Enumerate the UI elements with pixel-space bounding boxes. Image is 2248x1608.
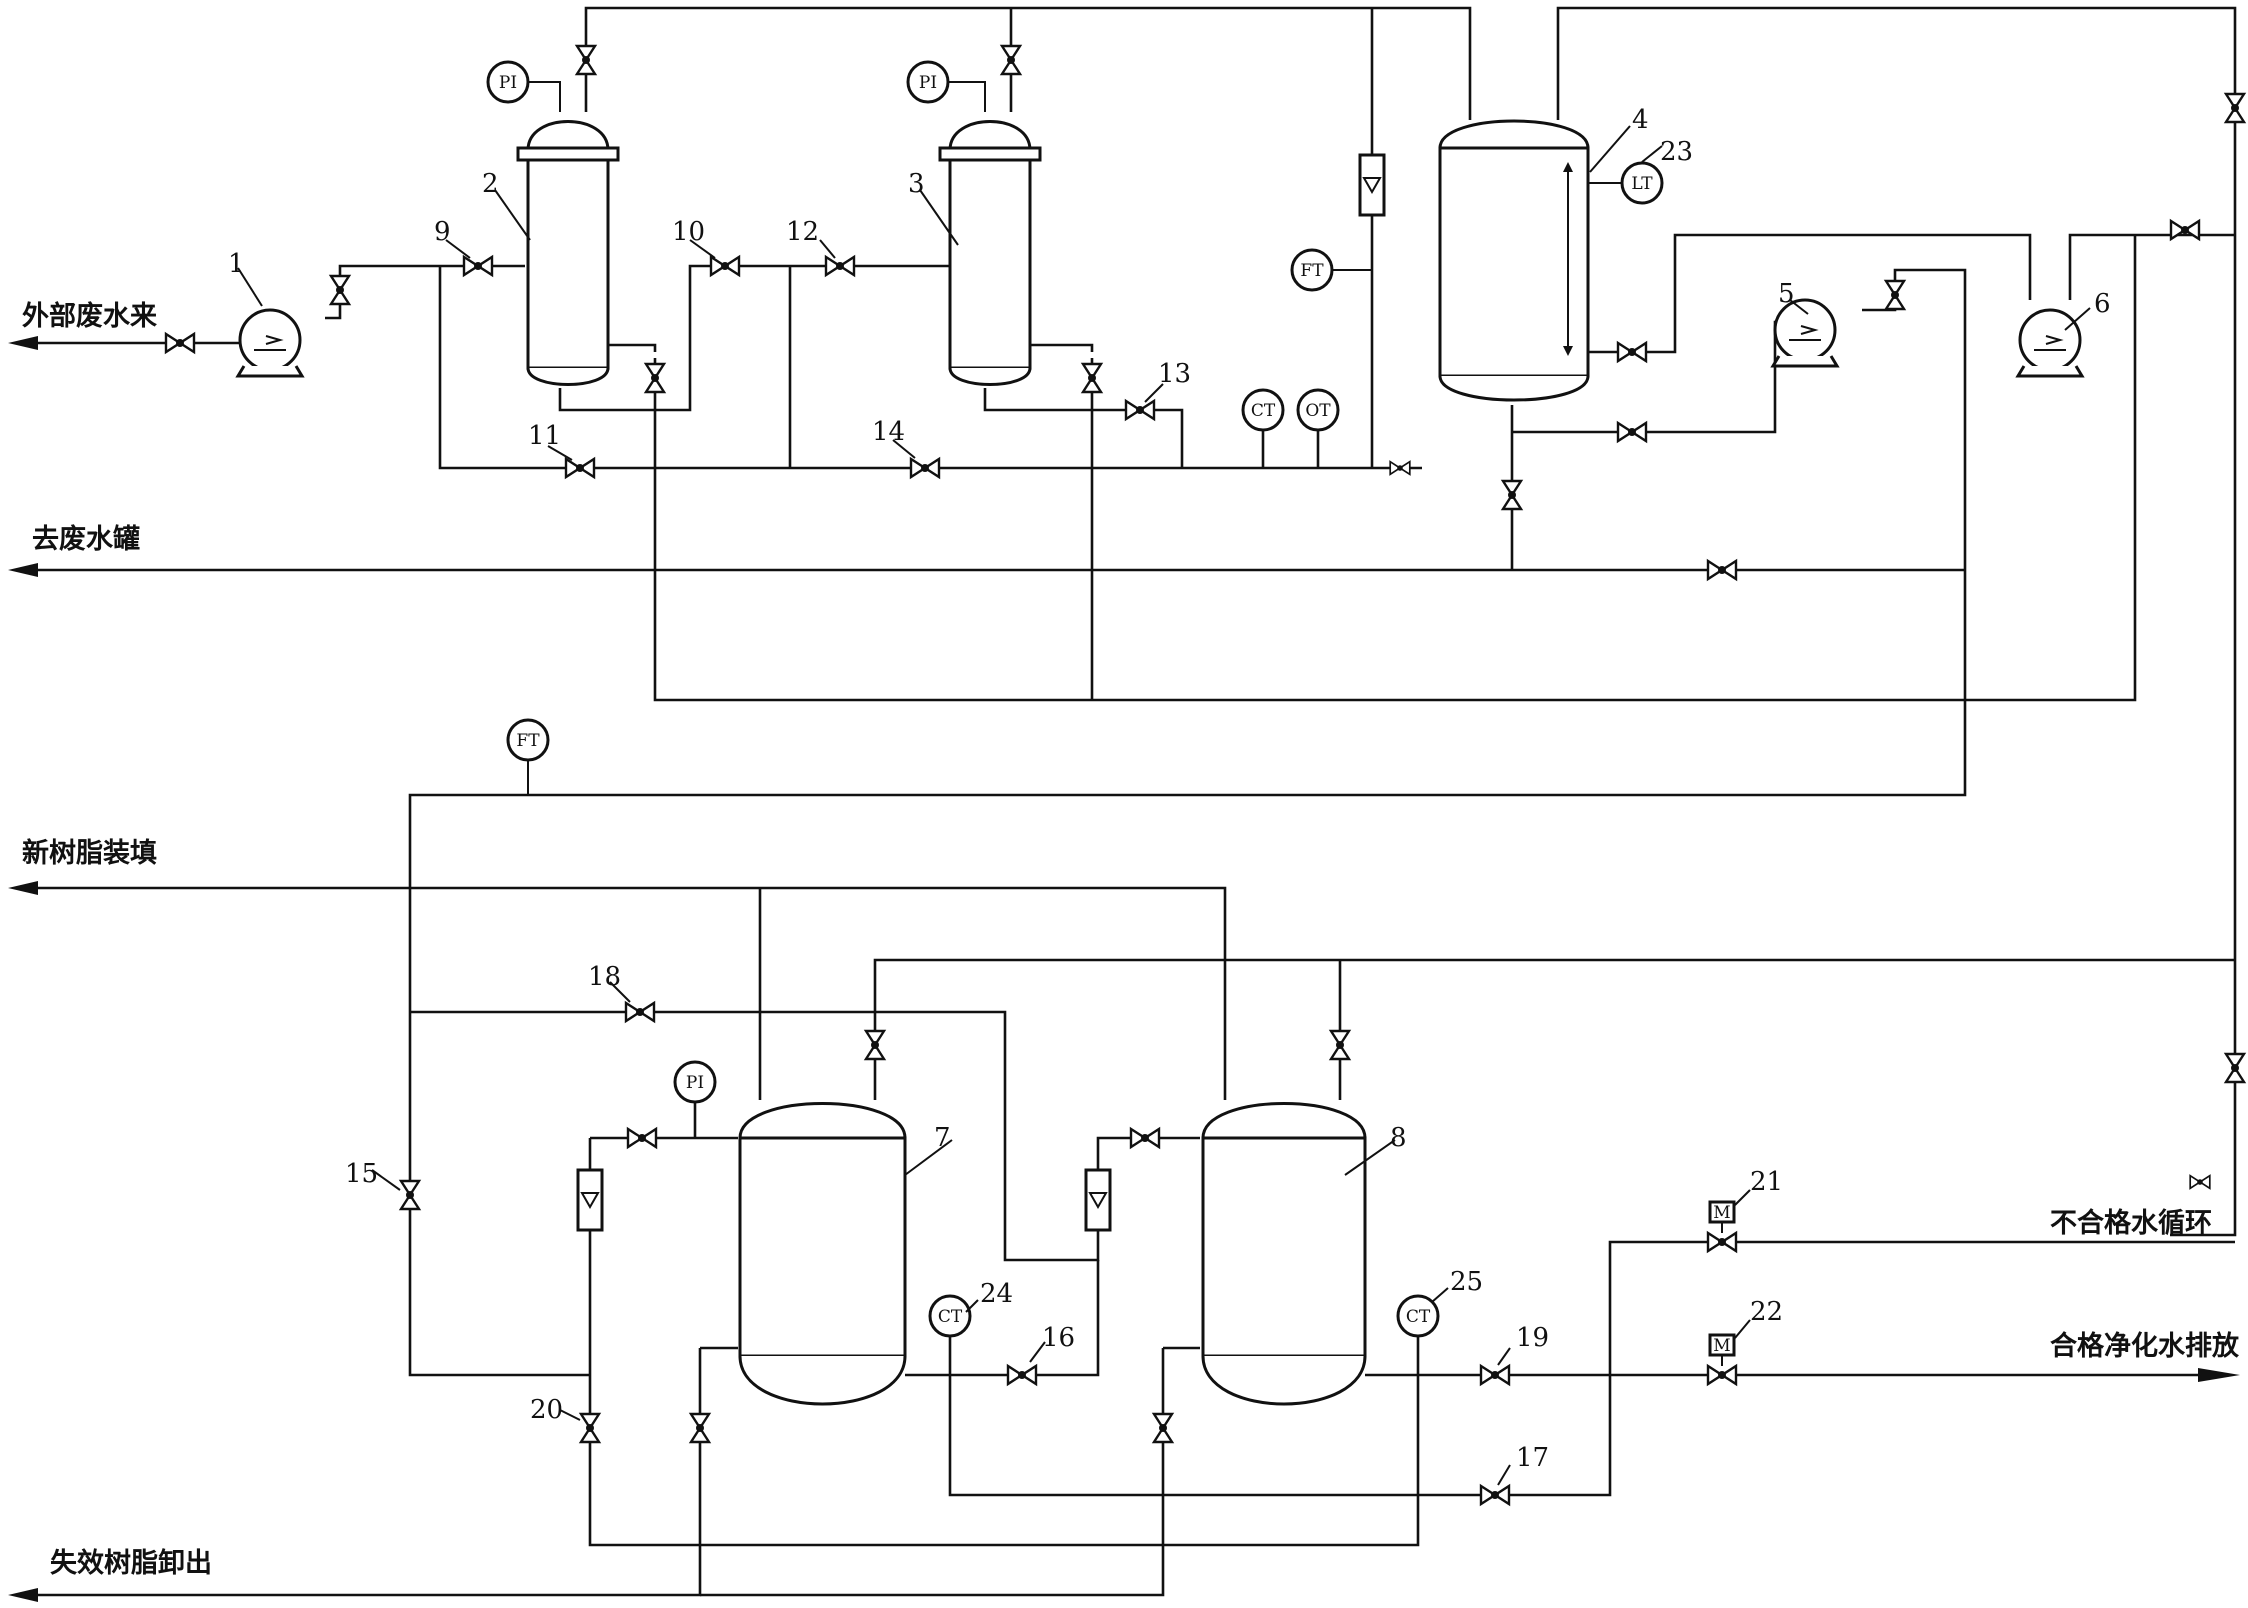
num-21: 21 xyxy=(1750,1167,1783,1197)
valve-pump5-discharge xyxy=(1884,279,1906,311)
num-14: 14 xyxy=(872,417,905,447)
num-13: 13 xyxy=(1158,359,1191,389)
num-23: 23 xyxy=(1660,137,1693,167)
valve-8-top xyxy=(1329,1029,1351,1061)
num-16: 16 xyxy=(1042,1323,1075,1353)
num-3: 3 xyxy=(908,169,925,199)
valve-recycle-bottom xyxy=(2224,1052,2246,1084)
motor-22-label: M xyxy=(1713,1336,1730,1356)
num-22: 22 xyxy=(1750,1297,1783,1327)
ft-upper-label: FT xyxy=(1300,261,1324,281)
flow-arrows xyxy=(8,336,2240,1602)
valve-waste-return xyxy=(1706,559,1738,581)
valve-small-header xyxy=(1389,460,1411,476)
num-9: 9 xyxy=(434,217,451,247)
valve-f2-bottom xyxy=(644,362,666,394)
stream-labels: 外部废水来 去废水罐 新树脂装填 失效树脂卸出 不合格水循环 合格净化水排放 xyxy=(22,300,2240,1579)
ct-upper-label: CT xyxy=(1251,401,1276,421)
num-2: 2 xyxy=(482,169,499,199)
label-new-resin-loading: 新树脂装填 xyxy=(22,837,157,869)
filter-3 xyxy=(938,120,1042,386)
pi-column7-label: PI xyxy=(686,1073,704,1093)
num-4: 4 xyxy=(1632,105,1649,135)
num-17: 17 xyxy=(1516,1443,1549,1473)
num-12: 12 xyxy=(786,217,819,247)
num-20: 20 xyxy=(530,1395,563,1425)
valve-22 xyxy=(1706,1364,1738,1386)
valve-7-top xyxy=(864,1029,886,1061)
rotameter-8 xyxy=(1084,1168,1112,1232)
ct-25-label: CT xyxy=(1406,1307,1431,1327)
valve-17 xyxy=(1479,1484,1511,1506)
pi-filter3-label: PI xyxy=(919,73,937,93)
num-6: 6 xyxy=(2094,289,2111,319)
pi-filter2-label: PI xyxy=(499,73,517,93)
valve-13 xyxy=(1124,399,1156,421)
valve-18 xyxy=(624,1001,656,1023)
valve-recycle-top xyxy=(2224,92,2246,124)
label-external-wastewater: 外部废水来 xyxy=(22,300,157,332)
valve-12 xyxy=(824,255,856,277)
column-8 xyxy=(1201,1102,1367,1406)
valve-tank4-pump5 xyxy=(1616,421,1648,443)
valve-20 xyxy=(579,1412,601,1444)
rotameter-7 xyxy=(576,1168,604,1232)
lower-pipework xyxy=(20,886,2235,1597)
num-25: 25 xyxy=(1450,1267,1483,1297)
label-spent-resin-unloading: 失效树脂卸出 xyxy=(50,1547,212,1579)
filter-2 xyxy=(516,120,620,386)
valve-7-inlet xyxy=(626,1127,658,1149)
valve-16 xyxy=(1006,1364,1038,1386)
num-15: 15 xyxy=(345,1159,378,1189)
num-5: 5 xyxy=(1778,279,1795,309)
num-24: 24 xyxy=(980,1279,1013,1309)
valve-19 xyxy=(1479,1364,1511,1386)
valve-tank4-outlet xyxy=(1616,341,1648,363)
valve-f2-top xyxy=(575,44,597,76)
motor-21-label: M xyxy=(1713,1203,1730,1223)
valve-7-bottom xyxy=(689,1412,711,1444)
valve-pump1-discharge xyxy=(329,274,351,306)
valve-8-bottom xyxy=(1152,1412,1174,1444)
pump-6 xyxy=(2016,308,2084,378)
valve-9 xyxy=(462,255,494,277)
valve-small-right xyxy=(2189,1174,2211,1190)
num-11: 11 xyxy=(528,421,561,451)
motor-actuators: M M xyxy=(1708,1200,1736,1366)
leader-lines xyxy=(237,125,2091,1486)
ot-upper-label: OT xyxy=(1305,401,1331,421)
valve-15 xyxy=(399,1179,421,1211)
num-19: 19 xyxy=(1516,1323,1549,1353)
column-7 xyxy=(738,1102,907,1406)
equipment-numbers: 1 2 3 4 5 6 7 8 9 10 12 11 14 13 23 15 1… xyxy=(228,105,2111,1473)
valve-10 xyxy=(709,255,741,277)
tank-4 xyxy=(1438,119,1590,402)
valve-14 xyxy=(909,457,941,479)
label-unqualified-water-recycle: 不合格水循环 xyxy=(2050,1207,2212,1239)
valve-f3-top xyxy=(1000,44,1022,76)
valve-8-inlet xyxy=(1129,1127,1161,1149)
num-10: 10 xyxy=(672,217,705,247)
pump-5 xyxy=(1771,298,1839,368)
valve-tank4-drain xyxy=(1501,479,1523,511)
num-1: 1 xyxy=(228,249,245,279)
ct-24-label: CT xyxy=(938,1307,963,1327)
num-7: 7 xyxy=(934,1123,951,1153)
num-18: 18 xyxy=(588,962,621,992)
label-qualified-water-discharge: 合格净化水排放 xyxy=(2050,1330,2240,1362)
num-8: 8 xyxy=(1390,1123,1407,1153)
valve-11 xyxy=(564,457,596,479)
ft-lower-label: FT xyxy=(516,731,540,751)
pump-1 xyxy=(236,308,304,378)
instruments: PI PI FT CT OT LT FT PI CT CT xyxy=(486,60,1664,1338)
valve-f3-bottom xyxy=(1081,362,1103,394)
valve-inlet xyxy=(164,332,196,354)
rotameter-upper xyxy=(1358,153,1386,217)
label-to-wastewater-tank: 去废水罐 xyxy=(32,523,140,555)
valve-21 xyxy=(1706,1231,1738,1253)
lt-tank4-label: LT xyxy=(1631,174,1653,194)
